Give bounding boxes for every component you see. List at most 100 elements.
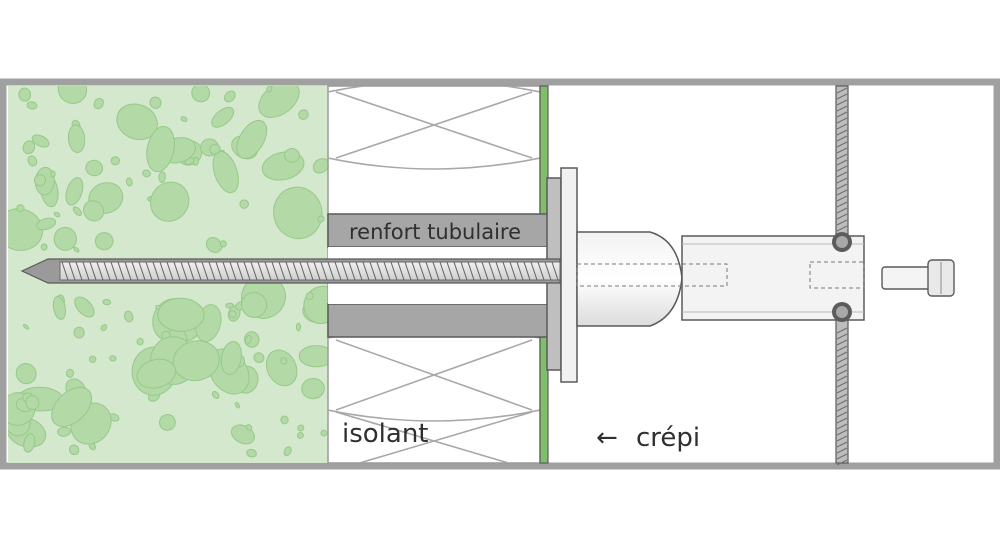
screw-thread [292, 261, 300, 281]
screw-thread [250, 261, 258, 281]
aggregate-stone [273, 186, 323, 240]
screw-thread [362, 261, 370, 281]
aggregate-stone [82, 200, 105, 222]
aggregate-stone [236, 119, 268, 159]
aggregate-stone [219, 240, 227, 248]
aggregate-stone [296, 431, 304, 439]
cable-strand [836, 447, 848, 454]
render-label: crépi [636, 423, 700, 453]
aggregate-stone [40, 243, 48, 251]
aggregate-stone [223, 90, 236, 103]
aggregate-stone [51, 386, 92, 427]
screw-thread [327, 261, 335, 281]
aggregate-stone [245, 424, 253, 431]
cable-strand [836, 327, 848, 334]
screw-thread [411, 261, 419, 281]
aggregate-stone [88, 355, 97, 363]
screw-thread [306, 261, 314, 281]
screw-thread [110, 261, 118, 281]
screw-thread [530, 261, 538, 281]
screw-thread [432, 261, 440, 281]
screw-thread [320, 261, 328, 281]
aggregate-stone [65, 368, 75, 378]
aggregate-stone [317, 215, 325, 223]
aggregate-stone [109, 355, 117, 362]
cable-strand [836, 357, 848, 364]
aggregate-stone [301, 377, 325, 400]
cable-strand [836, 117, 848, 124]
aggregate-stone [52, 296, 67, 320]
screw-thread [404, 261, 412, 281]
screw-thread [159, 261, 167, 281]
cable-strand [836, 183, 848, 190]
cable-strand [836, 459, 848, 466]
aggregate-stone [305, 291, 314, 301]
cable-strand [836, 189, 848, 196]
cable-strand [836, 351, 848, 358]
cable-strand [836, 93, 848, 100]
aggregate-stone [27, 155, 38, 167]
screw-thread [460, 261, 468, 281]
aggregate-stone [93, 97, 104, 110]
aggregate-stone [246, 448, 257, 458]
screw-thread [152, 261, 160, 281]
aggregate-stone [265, 349, 298, 387]
cable-strand [836, 129, 848, 136]
cable-strand [836, 177, 848, 184]
cable-strand [836, 387, 848, 394]
aggregate-stone [67, 124, 86, 153]
cable-strand [836, 225, 848, 232]
screw-thread [418, 261, 426, 281]
aggregate-stone [74, 296, 95, 318]
screw-thread [313, 261, 321, 281]
aggregate-stone [211, 106, 235, 128]
screw-thread [201, 261, 209, 281]
screw-thread [544, 261, 552, 281]
aggregate-stone [146, 125, 175, 173]
screw-thread [194, 261, 202, 281]
aggregate-stone [22, 323, 30, 330]
aggregate-stone [239, 199, 249, 209]
aggregate-stone [53, 226, 77, 251]
cable-strand [836, 147, 848, 154]
tube-label: renfort tubulaire [349, 220, 521, 244]
aggregate-stone [26, 101, 38, 110]
aggregate-stone [72, 206, 82, 216]
aggregate-stone [85, 159, 104, 177]
screw-thread [236, 261, 244, 281]
screw-thread [453, 261, 461, 281]
screw-thread [334, 261, 342, 281]
aggregate-stone [23, 433, 36, 453]
screw-thread [495, 261, 503, 281]
cable-strand [836, 423, 848, 430]
cable-strand [836, 201, 848, 208]
screw-thread [369, 261, 377, 281]
screw-thread [138, 261, 146, 281]
cable-strand [836, 171, 848, 178]
screw-thread [187, 261, 195, 281]
screw-thread [145, 261, 153, 281]
screw-thread [166, 261, 174, 281]
cable-strand [836, 135, 848, 142]
screw-thread [243, 261, 251, 281]
aggregate-stone [149, 181, 190, 222]
cable-strand [836, 99, 848, 106]
cable-strand [836, 141, 848, 148]
aggregate-stone [220, 340, 242, 375]
aggregate-stone [110, 156, 120, 166]
aggregate-stone [22, 140, 36, 155]
cable-strand [836, 453, 848, 460]
aggregate-stone [149, 96, 162, 109]
screw-thread [355, 261, 363, 281]
aggregate-stone [102, 298, 112, 306]
cable-strand [836, 195, 848, 202]
cable-strand [836, 219, 848, 226]
anchor-cap [576, 231, 865, 327]
screw-thread [68, 261, 76, 281]
aggregate-stone [94, 232, 114, 251]
screw-thread [383, 261, 391, 281]
cable-strand [836, 441, 848, 448]
screw-thread [446, 261, 454, 281]
screw-thread [271, 261, 279, 281]
